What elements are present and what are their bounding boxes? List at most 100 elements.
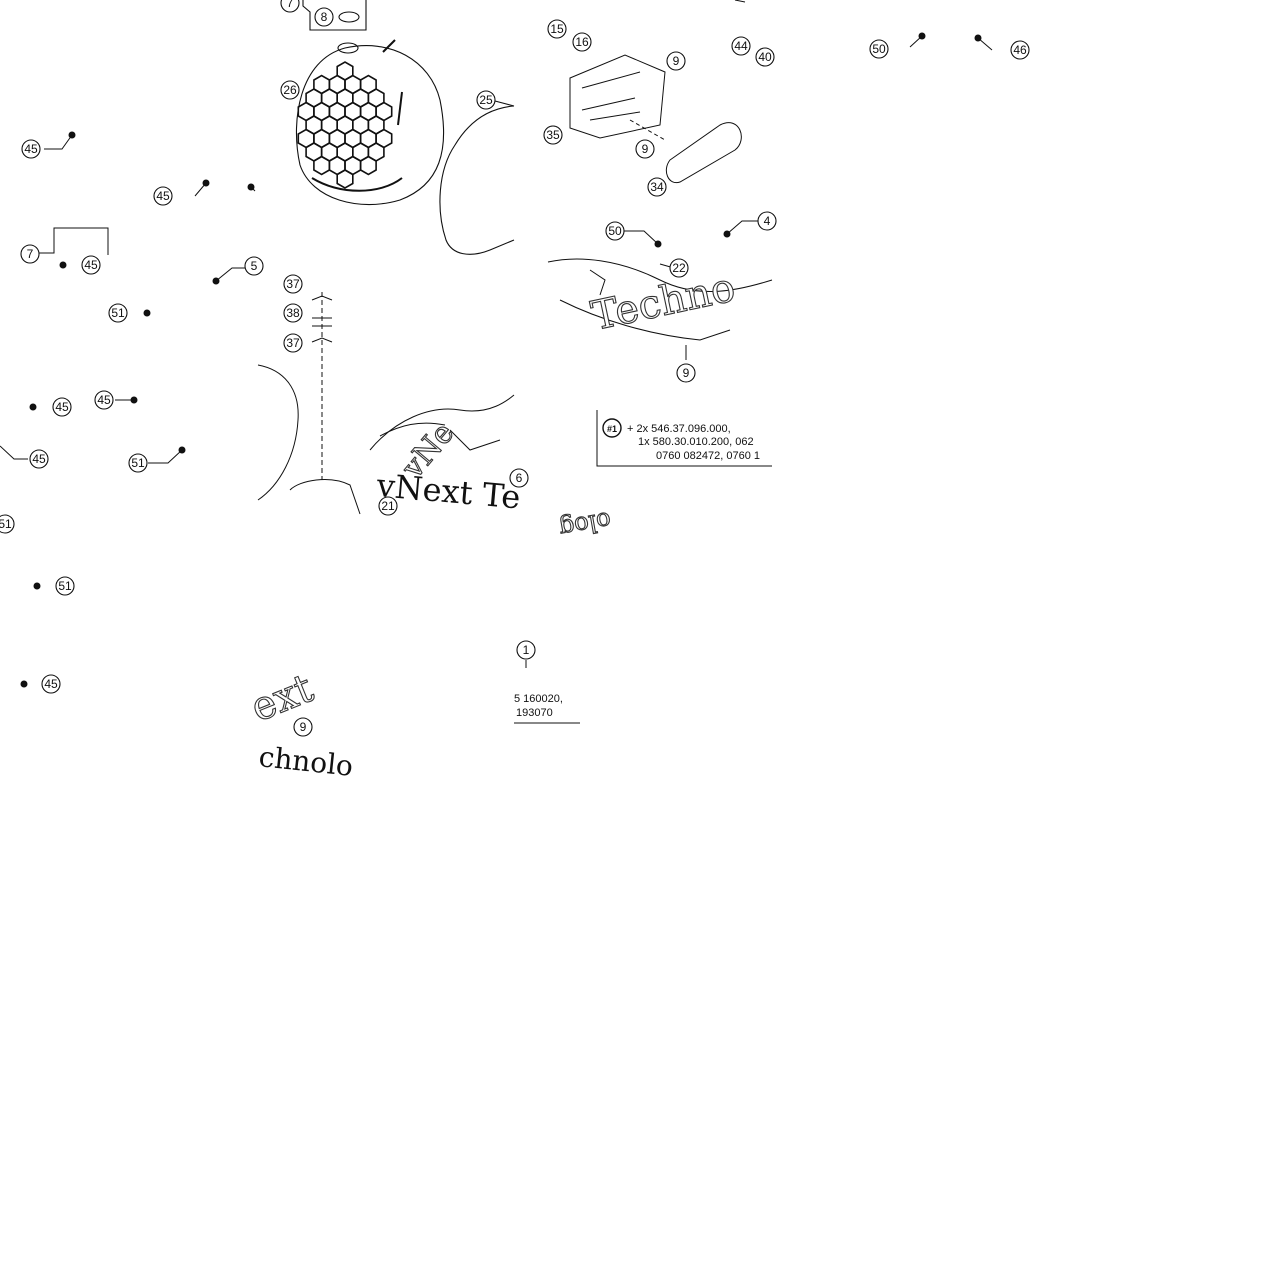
- callout-number: 45: [24, 142, 38, 156]
- fragment-note-line-1: 5 160020,: [514, 693, 563, 705]
- callout-50: 50: [605, 221, 625, 241]
- callout-22: 22: [669, 258, 689, 278]
- callout-number: 15: [550, 22, 564, 36]
- hex-cell: [359, 155, 377, 176]
- hex-cell: [313, 155, 331, 176]
- callout-number: 25: [479, 93, 493, 107]
- callout-circle: [280, 80, 300, 100]
- callout-number: 26: [283, 83, 297, 97]
- hex-filter-mesh: [297, 61, 393, 189]
- callout-circle: [0, 514, 15, 534]
- callout-circle: [757, 211, 777, 231]
- callout-15: 15: [547, 19, 567, 39]
- callout-circle: [244, 256, 264, 276]
- callout-7: 7: [280, 0, 300, 13]
- callout-number: 45: [44, 677, 58, 691]
- callout-number: 9: [642, 142, 649, 156]
- callout-9: 9: [666, 51, 686, 71]
- callout-number: 7: [27, 247, 34, 261]
- callout-8: 8: [314, 7, 334, 27]
- watermark-4: chnolo: [257, 740, 354, 783]
- callout-number: 9: [683, 366, 690, 380]
- callout-7: 7: [20, 244, 40, 264]
- callout-number: 45: [84, 258, 98, 272]
- callout-number: 1: [523, 643, 530, 657]
- callout-number: 51: [111, 306, 125, 320]
- callout-number: 5: [251, 259, 258, 273]
- callout-circle: [55, 576, 75, 596]
- callout-51: 51: [128, 453, 148, 473]
- callout-number: 45: [97, 393, 111, 407]
- callout-circle: [669, 258, 689, 278]
- callout-number: 9: [300, 720, 307, 734]
- callout-circle: [378, 496, 398, 516]
- callout-circle: [280, 0, 300, 13]
- callout-circle: [635, 139, 655, 159]
- callout-circle: [314, 7, 334, 27]
- note-marker: #1: [607, 424, 617, 434]
- callout-40: 40: [755, 47, 775, 67]
- callout-21: 21: [378, 496, 398, 516]
- callout-45: 45: [81, 255, 101, 275]
- callout-number: 45: [156, 189, 170, 203]
- callout-circle: [755, 47, 775, 67]
- callout-number: 9: [673, 54, 680, 68]
- callout-number: 8: [321, 10, 328, 24]
- callout-number: 51: [131, 456, 145, 470]
- callout-51: 51: [108, 303, 128, 323]
- callout-circle: [731, 36, 751, 56]
- callout-circle: [283, 274, 303, 294]
- note-line-1: + 2x 546.37.096.000,: [627, 423, 731, 435]
- watermark-group: vNext Te Techno ext chnolo vNe olog: [244, 264, 740, 783]
- callout-number: 6: [516, 471, 523, 485]
- callout-number: 4: [764, 214, 771, 228]
- callout-circle: [1010, 40, 1030, 60]
- callout-1: 1: [516, 640, 536, 660]
- callout-circle: [605, 221, 625, 241]
- callout-26: 26: [280, 80, 300, 100]
- callout-circle: [52, 397, 72, 417]
- tile-housing: [257, 292, 515, 515]
- tile-left: [0, 131, 256, 688]
- callout-45: 45: [21, 139, 41, 159]
- callout-circle: [509, 468, 529, 488]
- callout-number: 50: [872, 42, 886, 56]
- callout-6: 6: [509, 468, 529, 488]
- callout-25: 25: [476, 90, 496, 110]
- fragment-note-line-2: 193070: [516, 707, 553, 719]
- callout-35: 35: [543, 125, 563, 145]
- callout-circle: [128, 453, 148, 473]
- callout-circle: [543, 125, 563, 145]
- callout-45: 45: [153, 186, 173, 206]
- callout-5: 5: [244, 256, 264, 276]
- callout-number: 22: [672, 261, 686, 275]
- callout-circle: [29, 449, 49, 469]
- callout-circle: [41, 674, 61, 694]
- callout-number: 21: [381, 499, 395, 513]
- callout-circle: [94, 390, 114, 410]
- note-line-2: 1x 580.30.010.200, 062: [638, 436, 754, 448]
- callout-number: 46: [1013, 43, 1027, 57]
- callout-number: 38: [286, 306, 300, 320]
- callout-9: 9: [676, 363, 696, 383]
- callout-circle: [666, 51, 686, 71]
- callout-number: 45: [55, 400, 69, 414]
- callout-number: 37: [286, 336, 300, 350]
- callout-number: 51: [58, 579, 72, 593]
- callout-44: 44: [731, 36, 751, 56]
- callout-circle: [21, 139, 41, 159]
- callout-circle: [283, 303, 303, 323]
- callout-number: 45: [32, 452, 46, 466]
- callout-circle: [283, 333, 303, 353]
- callout-45: 45: [94, 390, 114, 410]
- callout-circle: [547, 19, 567, 39]
- fragment-note: 5 160020, 193070: [514, 660, 580, 724]
- callout-number: 51: [0, 517, 12, 531]
- tile-bracket: [547, 0, 773, 360]
- callout-45: 45: [52, 397, 72, 417]
- callout-circle: [20, 244, 40, 264]
- callout-34: 34: [647, 177, 667, 197]
- callout-45: 45: [41, 674, 61, 694]
